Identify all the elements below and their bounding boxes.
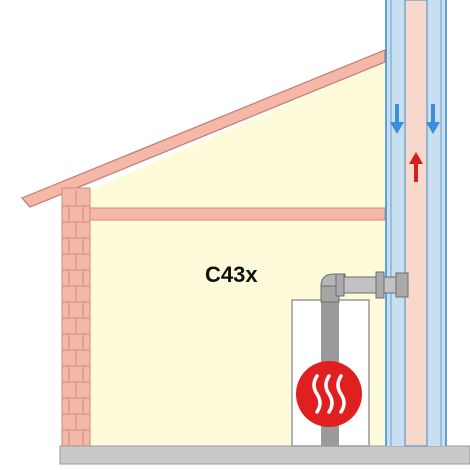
diagram-label: C43x xyxy=(205,262,258,287)
arrow-down-icon xyxy=(426,104,440,134)
attic-space xyxy=(90,62,385,210)
arrow-down-icon xyxy=(390,104,404,134)
roof xyxy=(20,49,386,208)
flue-connector-pipe xyxy=(320,271,409,303)
vertical-flue-duct xyxy=(385,0,447,447)
ceiling-beam xyxy=(89,207,386,221)
brick-wall xyxy=(61,187,91,447)
heat-waves-icon xyxy=(296,361,362,427)
floor xyxy=(59,445,470,465)
arrow-up-icon xyxy=(409,152,423,182)
